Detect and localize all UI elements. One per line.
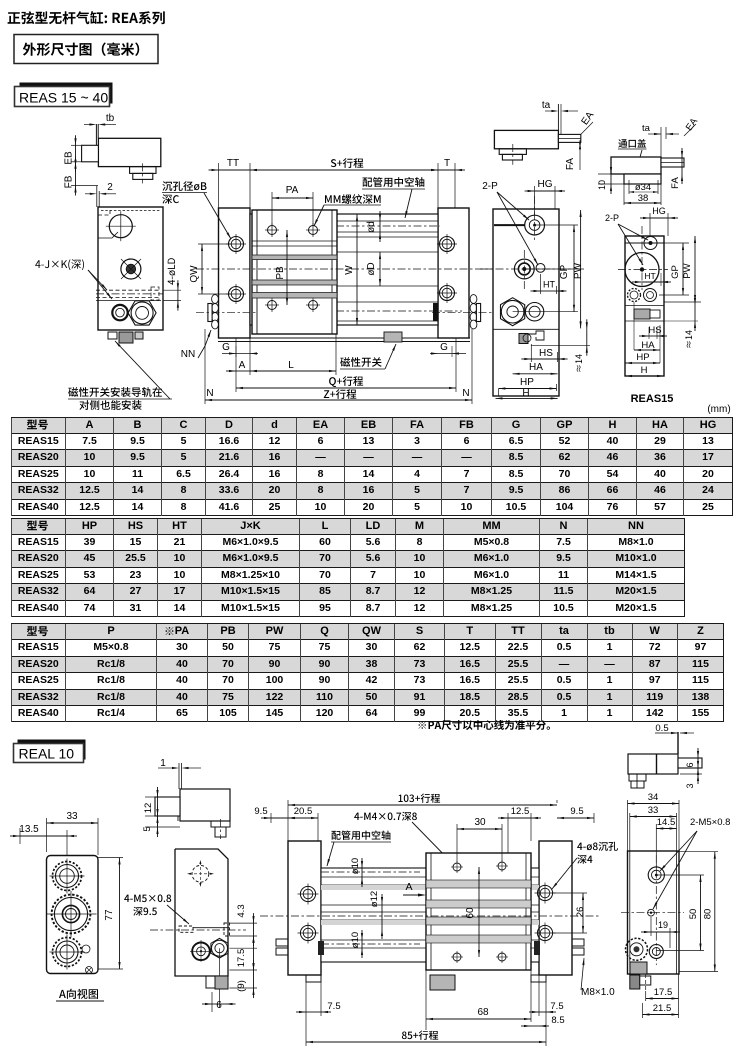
svg-text:19: 19 <box>658 920 668 930</box>
svg-text:12.5: 12.5 <box>511 806 530 817</box>
svg-text:FA: FA <box>565 158 576 171</box>
svg-text:TT: TT <box>227 158 239 169</box>
svg-text:5: 5 <box>142 826 153 831</box>
svg-text:PW: PW <box>573 262 584 279</box>
svg-text:10: 10 <box>597 180 607 190</box>
svg-text:80: 80 <box>703 909 714 920</box>
svg-text:(9): (9) <box>236 980 247 992</box>
svg-text:0.5: 0.5 <box>655 723 668 734</box>
svg-text:ta: ta <box>642 123 651 134</box>
svg-text:EB: EB <box>64 151 75 165</box>
svg-text:FB: FB <box>64 175 75 188</box>
svg-text:17.5: 17.5 <box>236 949 247 968</box>
svg-text:ø10: ø10 <box>350 932 361 948</box>
svg-text:68: 68 <box>477 1007 489 1018</box>
svg-text:33: 33 <box>648 805 659 816</box>
svg-text:PB: PB <box>275 266 286 280</box>
svg-text:HA: HA <box>529 362 543 373</box>
svg-text:FA: FA <box>670 177 681 189</box>
svg-text:G: G <box>440 342 448 353</box>
svg-text:33: 33 <box>66 811 78 822</box>
svg-text:T: T <box>444 158 450 169</box>
svg-text:G: G <box>222 342 230 353</box>
svg-text:6: 6 <box>685 762 695 767</box>
svg-text:1: 1 <box>160 758 166 769</box>
svg-text:GP: GP <box>559 264 570 279</box>
svg-text:ød: ød <box>366 221 377 233</box>
svg-text:26: 26 <box>575 907 586 918</box>
svg-text:HS: HS <box>539 348 553 359</box>
svg-text:HP: HP <box>636 352 649 363</box>
svg-text:60: 60 <box>465 907 476 919</box>
svg-text:M8×1.0: M8×1.0 <box>581 987 615 998</box>
svg-text:13.5: 13.5 <box>19 824 39 835</box>
svg-text:9.5: 9.5 <box>254 806 267 817</box>
svg-text:L: L <box>288 360 294 371</box>
svg-text:PW: PW <box>682 263 693 278</box>
svg-text:N: N <box>462 388 469 399</box>
svg-text:EA: EA <box>684 116 701 133</box>
svg-text:2: 2 <box>107 182 113 193</box>
svg-text:30: 30 <box>474 817 486 828</box>
svg-text:NN: NN <box>181 349 195 360</box>
svg-text:ø34: ø34 <box>635 182 651 193</box>
svg-text:øD: øD <box>366 262 377 275</box>
svg-text:7.5: 7.5 <box>327 1001 340 1012</box>
svg-text:3: 3 <box>685 783 695 788</box>
svg-text:(mm): (mm) <box>707 404 730 415</box>
svg-text:50: 50 <box>688 909 699 920</box>
svg-text:REAL 10: REAL 10 <box>19 746 75 762</box>
svg-text:HT: HT <box>644 271 655 281</box>
svg-text:7.5: 7.5 <box>550 1001 563 1012</box>
svg-text:PA: PA <box>286 185 299 196</box>
svg-text:HT: HT <box>543 280 555 290</box>
svg-text:A: A <box>239 360 246 371</box>
svg-text:tb: tb <box>106 113 115 124</box>
svg-text:GP: GP <box>670 265 681 279</box>
svg-text:HS: HS <box>648 325 661 336</box>
svg-text:W: W <box>344 265 355 275</box>
svg-text:H: H <box>641 365 648 376</box>
svg-text:2-P: 2-P <box>605 213 619 223</box>
svg-text:20.5: 20.5 <box>294 806 313 817</box>
svg-text:4.3: 4.3 <box>236 904 247 917</box>
svg-text:14.5: 14.5 <box>657 817 676 828</box>
svg-text:A: A <box>405 881 412 893</box>
svg-text:QW: QW <box>189 265 200 283</box>
svg-text:38: 38 <box>638 193 649 204</box>
svg-text:N: N <box>206 388 213 399</box>
svg-text:34: 34 <box>648 792 659 803</box>
svg-text:REAS 15 ~ 40: REAS 15 ~ 40 <box>19 90 108 106</box>
svg-text:21.5: 21.5 <box>653 1003 672 1014</box>
svg-text:HP: HP <box>520 377 534 388</box>
svg-text:ø12: ø12 <box>369 891 380 907</box>
svg-text:HG: HG <box>538 179 553 190</box>
svg-text:ø10: ø10 <box>350 858 361 874</box>
svg-text:77: 77 <box>104 909 115 921</box>
svg-text:2-M5×0.8: 2-M5×0.8 <box>690 817 730 828</box>
svg-text:12: 12 <box>143 803 154 814</box>
svg-text:2-P: 2-P <box>482 181 498 192</box>
svg-text:HG: HG <box>652 206 666 216</box>
svg-text:8.5: 8.5 <box>551 1015 564 1026</box>
svg-text:9.5: 9.5 <box>570 806 583 817</box>
svg-text:6: 6 <box>216 1000 222 1011</box>
svg-text:REAS15: REAS15 <box>631 393 674 405</box>
svg-text:HA: HA <box>641 340 655 351</box>
svg-text:ta: ta <box>542 100 551 111</box>
svg-text:EA: EA <box>580 110 597 128</box>
svg-text:17.5: 17.5 <box>654 987 673 998</box>
svg-text:H: H <box>522 388 529 399</box>
